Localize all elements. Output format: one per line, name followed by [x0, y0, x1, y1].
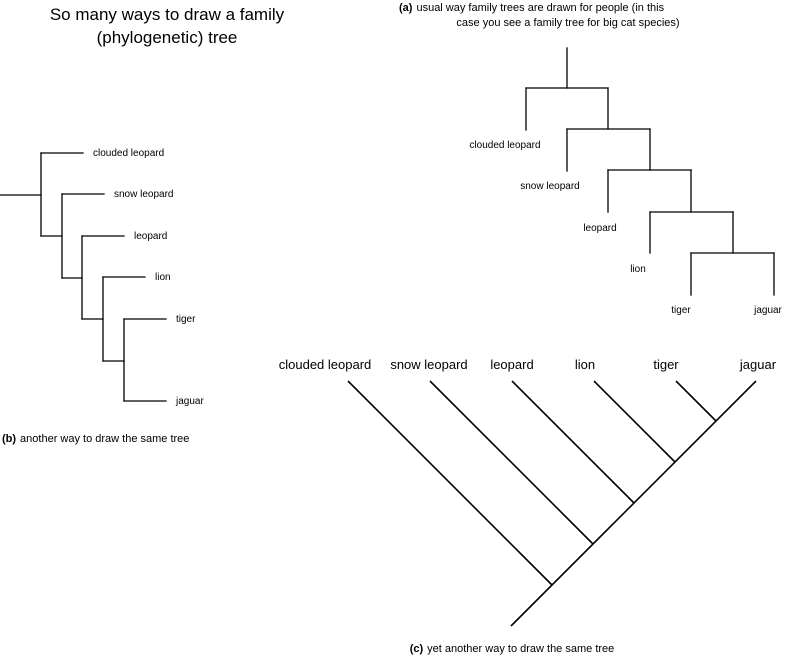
panel-b-leaf-lion: lion — [155, 272, 171, 283]
panel-a-leaf-jaguar: jaguar — [753, 305, 782, 316]
panel-b-leaf-clouded-leopard: clouded leopard — [93, 148, 164, 159]
panel-c-leaf-leopard: leopard — [490, 357, 533, 372]
figure-title-line1: So many ways to draw a family — [50, 5, 285, 24]
panel-c-branch-clouded-leopard — [347, 380, 553, 586]
panel-a: (a)usual way family trees are drawn for … — [399, 2, 783, 316]
panel-c-caption-text: yet another way to draw the same tree — [427, 643, 614, 655]
panel-b-letter: (b) — [2, 433, 16, 445]
panel-c-branch-tiger — [675, 380, 717, 422]
panel-a-leaf-snow-leopard: snow leopard — [520, 181, 579, 192]
panel-c-branch-snow-leopard — [429, 380, 594, 545]
panel-a-tree — [525, 47, 775, 296]
panel-c-branch-lion — [593, 380, 676, 463]
panel-c-leaf-jaguar: jaguar — [739, 357, 777, 372]
panel-a-letter: (a) — [399, 2, 413, 14]
panel-c: clouded leopard snow leopard leopard lio… — [279, 357, 777, 655]
panel-a-leaf-lion: lion — [630, 264, 646, 275]
panel-c-caption: (c)yet another way to draw the same tree — [410, 643, 615, 655]
panel-c-leaf-tiger: tiger — [653, 357, 679, 372]
panel-b-caption: (b) another way to draw the same tree — [2, 433, 189, 445]
panel-c-leaf-snow-leopard: snow leopard — [390, 357, 467, 372]
panel-a-caption-text: usual way family trees are drawn for peo… — [416, 2, 664, 14]
panel-b-leaf-snow-leopard: snow leopard — [114, 189, 173, 200]
panel-a-leaf-clouded-leopard: clouded leopard — [469, 140, 540, 151]
panel-c-branch-leopard — [511, 380, 635, 504]
figure-title-line2: (phylogenetic) tree — [97, 28, 238, 47]
panel-c-leaf-clouded-leopard: clouded leopard — [279, 357, 372, 372]
panel-c-leaf-lion: lion — [575, 357, 595, 372]
panel-c-tree — [347, 380, 757, 627]
panel-a-leaf-tiger: tiger — [671, 305, 691, 316]
panel-a-leaf-leopard: leopard — [583, 223, 616, 234]
panel-b-caption-text: another way to draw the same tree — [20, 433, 189, 445]
panel-a-caption-line1: (a)usual way family trees are drawn for … — [399, 2, 665, 14]
panel-b-leaf-leopard: leopard — [134, 231, 167, 242]
panel-a-caption-line2: case you see a family tree for big cat s… — [456, 17, 679, 29]
panel-c-letter: (c) — [410, 643, 424, 655]
panel-b: clouded leopard snow leopard leopard lio… — [0, 148, 204, 445]
panel-b-leaf-tiger: tiger — [176, 314, 196, 325]
panel-b-tree — [0, 152, 167, 402]
panel-b-leaf-jaguar: jaguar — [175, 396, 204, 407]
